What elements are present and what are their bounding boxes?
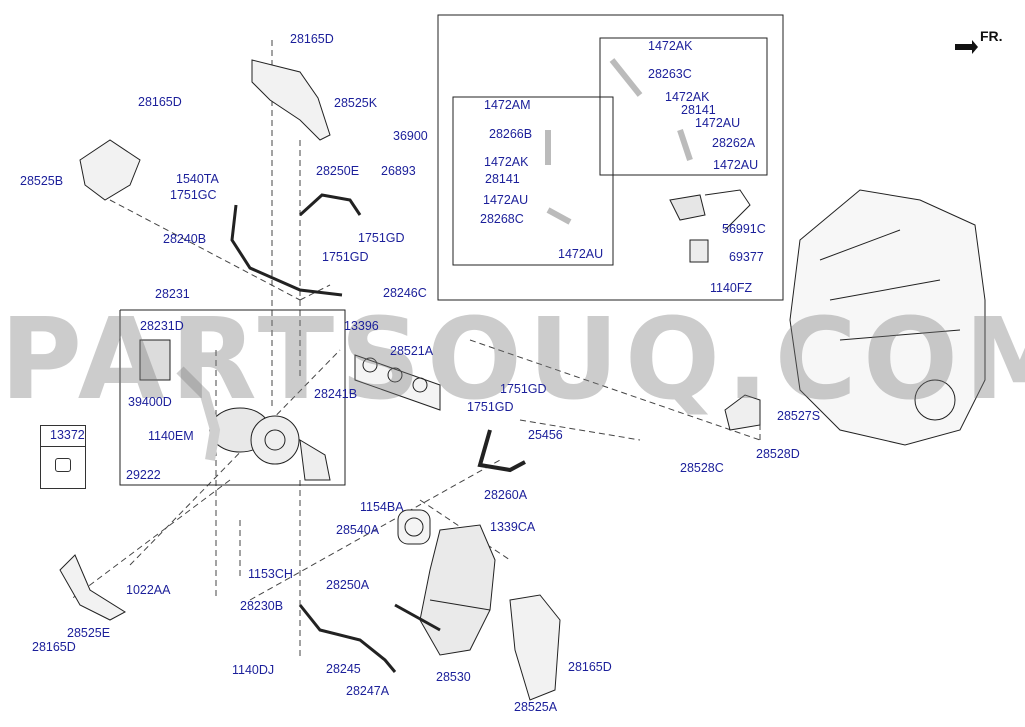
label-25456[interactable]: 25456 — [528, 428, 563, 442]
label-28141-b[interactable]: 28141 — [681, 103, 716, 117]
label-28240B[interactable]: 28240B — [163, 232, 207, 246]
label-1472AK-c[interactable]: 1472AK — [665, 90, 710, 104]
label-1022AA[interactable]: 1022AA — [126, 583, 171, 597]
label-28246C[interactable]: 28246C — [383, 286, 427, 300]
label-28165D-br[interactable]: 28165D — [568, 660, 612, 674]
label-28540A[interactable]: 28540A — [336, 523, 380, 537]
label-1140FZ[interactable]: 1140FZ — [710, 281, 753, 295]
label-1472AM[interactable]: 1472AM — [484, 98, 531, 112]
label-28141-a[interactable]: 28141 — [485, 172, 520, 186]
label-28528C[interactable]: 28528C — [680, 461, 724, 475]
label-28268C[interactable]: 28268C — [480, 212, 524, 226]
label-28231D[interactable]: 28231D — [140, 319, 184, 333]
label-28525A[interactable]: 28525A — [514, 700, 558, 714]
label-28231[interactable]: 28231 — [155, 287, 190, 301]
label-1339CA[interactable]: 1339CA — [490, 520, 536, 534]
label-69377[interactable]: 69377 — [729, 250, 764, 264]
label-28165D-top[interactable]: 28165D — [290, 32, 334, 46]
reference-box-divider — [41, 446, 85, 447]
label-1472AK-a[interactable]: 1472AK — [484, 155, 529, 169]
label-36900[interactable]: 36900 — [393, 129, 428, 143]
label-28165D-bl[interactable]: 28165D — [32, 640, 76, 654]
label-1153CH[interactable]: 1153CH — [248, 567, 293, 581]
label-28528D[interactable]: 28528D — [756, 447, 800, 461]
reference-box: 13372 — [40, 425, 86, 489]
label-28525E[interactable]: 28525E — [67, 626, 111, 640]
label-28262A[interactable]: 28262A — [712, 136, 756, 150]
reference-box-code: 13372 — [50, 428, 85, 442]
label-28165D-left[interactable]: 28165D — [138, 95, 182, 109]
front-direction-label: FR. — [980, 28, 1003, 44]
label-1751GD-d[interactable]: 1751GD — [467, 400, 514, 414]
clip-icon — [55, 458, 71, 472]
label-28250A[interactable]: 28250A — [326, 578, 370, 592]
label-28521A[interactable]: 28521A — [390, 344, 434, 358]
label-1140DJ[interactable]: 1140DJ — [232, 663, 275, 677]
label-28266B[interactable]: 28266B — [489, 127, 533, 141]
label-28241B[interactable]: 28241B — [314, 387, 358, 401]
label-1472AK-b[interactable]: 1472AK — [648, 39, 693, 53]
label-1472AU-c[interactable]: 1472AU — [695, 116, 741, 130]
label-29222[interactable]: 29222 — [126, 468, 161, 482]
label-56991C[interactable]: 56991C — [722, 222, 766, 236]
label-28530[interactable]: 28530 — [436, 670, 471, 684]
label-13396[interactable]: 13396 — [344, 319, 379, 333]
label-1751GC[interactable]: 1751GC — [170, 188, 217, 202]
label-28263C[interactable]: 28263C — [648, 67, 692, 81]
label-28247A[interactable]: 28247A — [346, 684, 390, 698]
label-28245[interactable]: 28245 — [326, 662, 361, 676]
label-28260A[interactable]: 28260A — [484, 488, 528, 502]
label-1140EM[interactable]: 1140EM — [148, 429, 194, 443]
label-1751GD-c[interactable]: 1751GD — [500, 382, 547, 396]
label-39400D[interactable]: 39400D — [128, 395, 172, 409]
label-28230B[interactable]: 28230B — [240, 599, 284, 613]
label-28250E[interactable]: 28250E — [316, 164, 360, 178]
label-1472AU-a[interactable]: 1472AU — [483, 193, 529, 207]
label-1751GD-b[interactable]: 1751GD — [322, 250, 369, 264]
label-28527S[interactable]: 28527S — [777, 409, 821, 423]
label-1540TA[interactable]: 1540TA — [176, 172, 219, 186]
label-1472AU-b[interactable]: 1472AU — [558, 247, 604, 261]
label-1751GD-a[interactable]: 1751GD — [358, 231, 405, 245]
label-28525B[interactable]: 28525B — [20, 174, 64, 188]
label-1154BA[interactable]: 1154BA — [360, 500, 404, 514]
label-1472AU-d[interactable]: 1472AU — [713, 158, 759, 172]
label-28525K[interactable]: 28525K — [334, 96, 378, 110]
label-26893[interactable]: 26893 — [381, 164, 416, 178]
